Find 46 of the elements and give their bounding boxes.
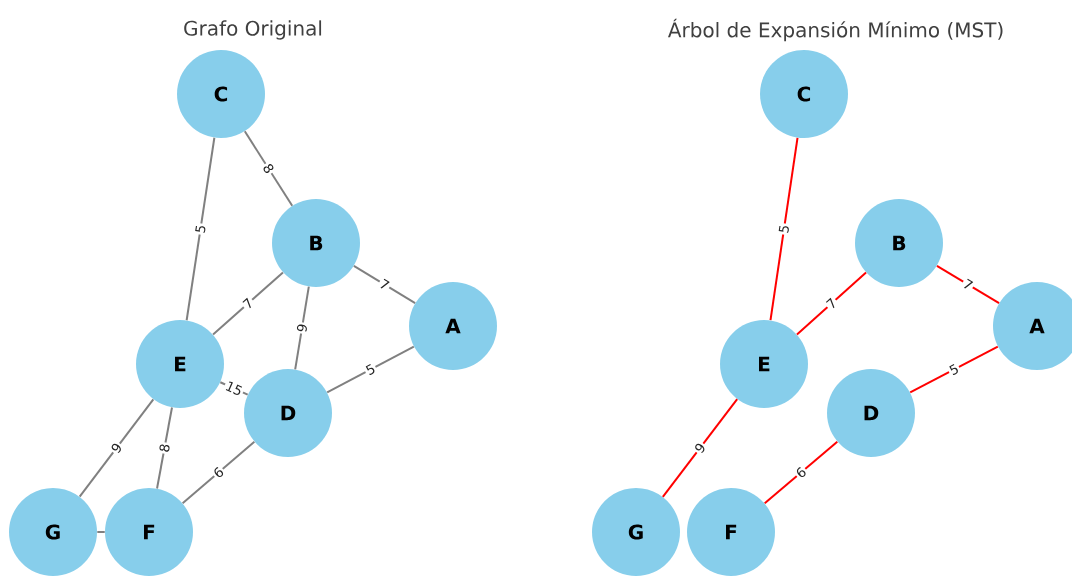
edge-line <box>769 136 799 322</box>
graph-node: B <box>272 199 360 287</box>
edge-line <box>294 285 310 371</box>
graph-node: F <box>687 488 775 576</box>
edge-label: 7 <box>376 276 393 293</box>
edge-label: 7 <box>823 295 840 312</box>
edge-line <box>935 264 1001 305</box>
edge-line <box>156 406 173 490</box>
graph-node: G <box>592 488 680 576</box>
edge-label: 6 <box>792 464 810 481</box>
graph-node: F <box>105 488 193 576</box>
edge-label: 9 <box>108 439 125 457</box>
edge-line <box>352 264 417 305</box>
edge-label: 5 <box>776 222 792 236</box>
edge-label: 5 <box>193 222 208 236</box>
edge-line <box>78 398 155 498</box>
edge-label: 5 <box>946 361 962 378</box>
edge-line <box>795 271 868 336</box>
graph-node: B <box>855 199 943 287</box>
edge-label: 9 <box>691 439 709 457</box>
edge-line <box>763 440 839 505</box>
edge-label: 8 <box>260 160 277 177</box>
edge-line <box>181 440 256 505</box>
edge-label: 8 <box>157 441 172 455</box>
graph-node: A <box>409 282 497 370</box>
edge-label: 5 <box>362 361 379 378</box>
graph-node: G <box>9 488 97 576</box>
graph-node: C <box>760 50 848 138</box>
edge-label: 7 <box>960 276 976 293</box>
edge-line <box>96 531 106 533</box>
graph-node: E <box>136 320 224 408</box>
edge-label: 15 <box>222 378 246 399</box>
edge-line <box>212 271 284 336</box>
edge-label: 9 <box>294 321 310 335</box>
edge-line <box>909 345 999 394</box>
edge-line <box>243 130 294 207</box>
graph-node: C <box>177 50 265 138</box>
graph-node: D <box>244 369 332 457</box>
edge-label: 7 <box>239 295 257 312</box>
graph-node: D <box>827 369 915 457</box>
graph-node: A <box>993 282 1072 370</box>
graph-node: E <box>720 320 808 408</box>
edge-line <box>185 136 216 322</box>
edge-line <box>326 345 415 394</box>
edge-line <box>661 398 739 498</box>
edge-label: 6 <box>210 464 227 481</box>
